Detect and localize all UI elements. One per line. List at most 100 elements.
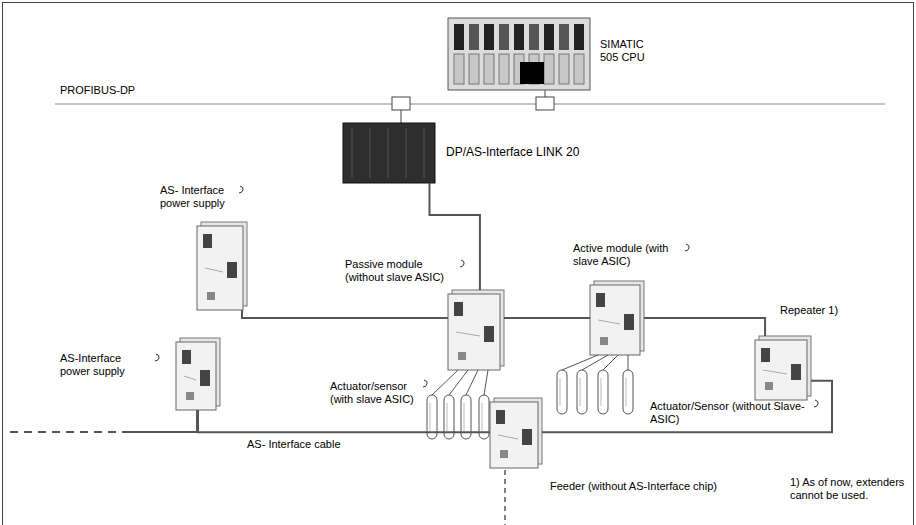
sensor-wire <box>582 355 608 370</box>
power-supply <box>197 226 243 310</box>
sensor-shade <box>482 403 483 431</box>
sensor-wire <box>466 370 478 395</box>
active-module-socket <box>600 337 608 345</box>
rack-slot <box>484 54 494 84</box>
sensor-wire <box>603 355 618 370</box>
profibus-line <box>55 104 885 105</box>
as-interface-cable <box>198 410 490 432</box>
rack-slot <box>469 54 479 84</box>
device-node: SIMATIC 505 CPU <box>448 18 590 90</box>
device-node: AS-Interface power supply <box>176 338 220 410</box>
frame <box>3 3 914 525</box>
sensor-shade <box>626 378 627 406</box>
bus-stub <box>545 90 546 97</box>
annotation-label: AS- Interface cable <box>247 438 341 451</box>
power-supply-detail <box>184 376 196 380</box>
device-node: AS- Interface power supply <box>197 222 247 310</box>
device-label: Repeater 1) <box>780 304 838 317</box>
leader-mark <box>423 380 427 387</box>
as-interface-cable <box>125 431 197 433</box>
sensor-shade <box>464 403 465 431</box>
power-supply-terminal <box>200 370 210 386</box>
repeater-device-terminal <box>761 348 770 362</box>
device-label: AS- Interface power supply <box>160 184 240 210</box>
active-module-terminal <box>624 314 634 330</box>
sensor-wire <box>449 370 468 395</box>
device-label: Feeder (without AS-Interface chip) <box>550 480 717 493</box>
annotation-label: Actuator/sensor (with slave ASIC) <box>330 380 422 406</box>
link-slot <box>406 128 407 178</box>
rack-slot <box>469 24 479 50</box>
rack-slot <box>499 54 509 84</box>
sensor-shade <box>447 403 448 431</box>
sensor-wire <box>432 370 458 395</box>
feeder-device-socket <box>500 450 508 458</box>
link-slot <box>352 128 353 178</box>
feeder-device <box>490 402 538 468</box>
as-interface-cable <box>242 310 448 318</box>
device-label: Passive module (without slave ASIC) <box>345 258 460 284</box>
device-node: Active module (with slave ASIC) <box>590 281 644 355</box>
power-supply <box>176 342 216 410</box>
annotation-label: Actuator/Sensor (without Slave-ASIC) <box>650 400 810 426</box>
rack-slot <box>529 24 539 50</box>
rack-slot <box>544 54 554 84</box>
passive-module-terminal <box>484 326 494 342</box>
rack-slot <box>499 24 509 50</box>
sensor <box>557 370 567 414</box>
cable-continuation <box>10 431 125 433</box>
repeater-device-socket <box>765 382 773 390</box>
passive-module-terminal <box>454 302 463 316</box>
link-slot <box>370 128 371 178</box>
rack-slot <box>454 24 464 50</box>
bus-connector <box>536 97 554 110</box>
device-label: Active module (with slave ASIC) <box>573 242 683 268</box>
rack-slot <box>484 24 494 50</box>
bus-connector <box>392 97 410 110</box>
sensor-shade <box>560 378 561 406</box>
rack-slot <box>454 54 464 84</box>
leader-mark <box>155 354 159 361</box>
as-interface-cable <box>504 317 590 319</box>
repeater-device-terminal <box>791 364 801 380</box>
active-module-terminal <box>596 293 605 307</box>
sensor <box>598 370 608 414</box>
sensor <box>623 370 633 414</box>
leader-mark <box>460 260 464 267</box>
sensor-shade <box>601 378 602 406</box>
as-interface-cable <box>644 318 765 336</box>
bus-stub <box>401 110 402 123</box>
as-interface-cable <box>542 381 832 433</box>
link-box <box>343 123 435 183</box>
power-supply-socket <box>186 392 194 400</box>
cpu-rack <box>448 18 590 90</box>
sensor-wire <box>628 355 629 370</box>
active-module <box>590 285 640 355</box>
rack-slot <box>544 24 554 50</box>
cpu-module <box>520 62 544 84</box>
feeder-device-terminal <box>496 410 505 424</box>
footnote: 1) As of now, extenders cannot be used. <box>790 476 915 502</box>
power-supply-terminal <box>227 262 237 278</box>
device-node: Feeder (without AS-Interface chip) <box>490 398 542 468</box>
rack-slot <box>559 54 569 84</box>
device-node: Repeater 1) <box>755 336 811 400</box>
device-node: DP/AS-Interface LINK 20 <box>343 123 435 183</box>
link-slot <box>388 128 389 178</box>
sensor-wire <box>484 370 488 395</box>
feeder-device-detail <box>498 435 518 439</box>
rack-slot <box>574 24 584 50</box>
active-module-detail <box>598 320 620 324</box>
annotation-label: PROFIBUS-DP <box>60 84 135 97</box>
device-label: SIMATIC 505 CPU <box>600 38 660 64</box>
feeder-device-terminal <box>522 429 532 445</box>
sensor-shade <box>580 378 581 406</box>
link-slot <box>424 128 425 178</box>
sensor <box>577 370 587 414</box>
device-label: AS-Interface power supply <box>60 352 148 378</box>
rack-slot <box>514 24 524 50</box>
repeater-device-detail <box>763 370 787 374</box>
